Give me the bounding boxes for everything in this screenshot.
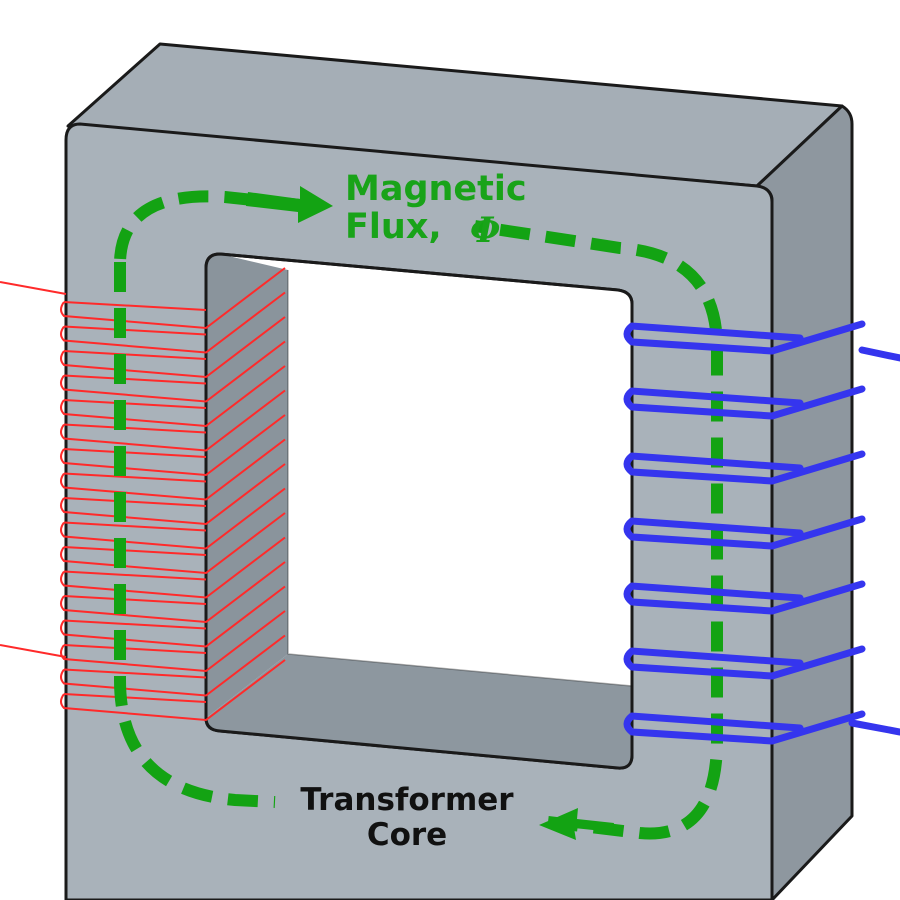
primary-coil-turn — [60, 659, 286, 722]
primary-coil-turn — [60, 561, 286, 624]
core-window-inner-edge — [287, 270, 633, 687]
primary-lead-top — [0, 281, 67, 295]
primary-coil-turn — [60, 291, 286, 354]
flux-arrow-top-icon — [246, 186, 333, 223]
primary-coil-turn — [60, 340, 286, 403]
secondary-coil-turn — [623, 645, 866, 680]
core-window-outline — [204, 252, 634, 770]
flux-label-line2: Flux, — [345, 207, 442, 247]
primary-winding — [0, 267, 286, 722]
core-label-line2: Core — [367, 817, 447, 853]
secondary-winding — [623, 320, 900, 745]
secondary-coil-turn — [623, 515, 866, 550]
secondary-coil-turn — [623, 385, 866, 420]
primary-coil-turn — [60, 610, 286, 673]
primary-coil-turn — [60, 365, 286, 428]
flux-symbol: Φ — [470, 210, 501, 251]
primary-coil-turn — [60, 316, 286, 379]
flux-arrow-bottom-icon — [539, 808, 614, 840]
primary-coil-turn — [60, 438, 286, 501]
primary-coil-turn — [60, 512, 286, 575]
primary-coil-turn — [60, 487, 286, 550]
secondary-lead-bottom — [848, 719, 900, 736]
flux-label-line1: Magnetic — [345, 169, 527, 209]
secondary-coil-turns — [623, 320, 866, 745]
secondary-coil-turn — [623, 580, 866, 615]
core-window-left-wall — [206, 254, 288, 718]
primary-coil-turn — [60, 634, 286, 697]
primary-coil-turn — [60, 585, 286, 648]
primary-coil-turn — [60, 267, 286, 330]
core-label-line1: Transformer — [300, 782, 514, 818]
secondary-coil-turn — [623, 710, 866, 745]
primary-coil-turn — [60, 414, 286, 477]
primary-coil-turns — [60, 267, 286, 722]
primary-coil-turn — [60, 389, 286, 452]
transformer-core — [64, 42, 854, 900]
primary-coil-turn — [60, 463, 286, 526]
primary-coil-turn — [60, 536, 286, 599]
core-window-back — [288, 270, 632, 686]
secondary-coil-turn — [623, 320, 866, 355]
secondary-coil-turn — [623, 450, 866, 485]
primary-lead-bottom — [0, 644, 67, 658]
secondary-lead-top — [858, 346, 900, 362]
